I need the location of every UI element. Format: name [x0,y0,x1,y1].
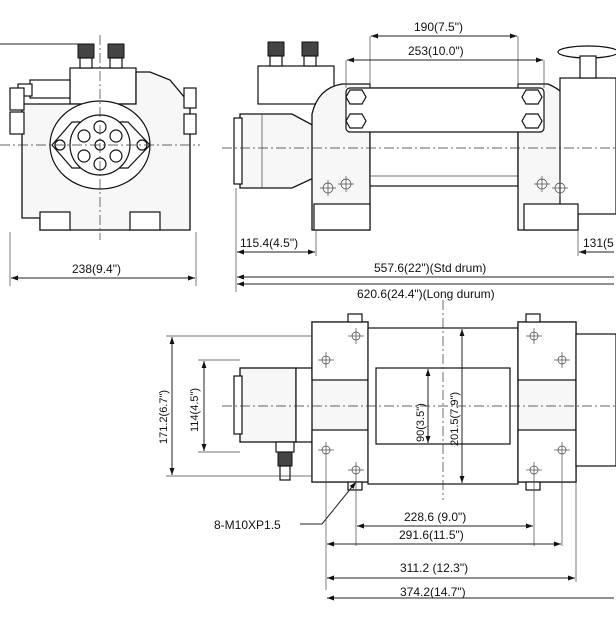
dim-offset-115: 115.4(4.5") [240,236,298,250]
plan-mount-holes [318,328,570,478]
dim-width-228: 228.6 (9.0") [404,510,466,524]
mount-hole-marks [320,176,568,196]
plan-view: 171.2(6.7") 114(4.5") 90(3.5") 201.5(7.9… [158,300,616,601]
valve-fitting-right [107,43,125,69]
side-valve-fitting-left [267,41,285,67]
dim-drum-90: 90(3.5") [415,403,427,442]
side-valve-fitting-right [301,41,319,67]
front-view: 238(9.4") [0,35,200,286]
dim-flange-201: 201.5(7.9") [449,392,461,446]
plan-hose-fitting [275,441,295,481]
dim-width-291: 291.6(11.5") [399,528,464,542]
dim-offset-131: 131(5 [583,236,614,250]
dim-top-253: 253(10.0") [408,44,464,58]
valve-fitting-left [77,43,95,69]
dim-width-374: 374.2(14.7") [400,585,466,599]
brake-handwheel [557,45,616,79]
side-view: 190(7.5") 253(10.0") 115.4(4.5") 131(5 5… [222,20,616,301]
dim-height-171: 171.2(6.7") [158,390,170,444]
dim-length-long: 620.6(24.4")(Long durum) [357,287,495,301]
dim-height-114: 114(4.5") [189,388,201,432]
tie-bar-bolts [345,89,543,129]
dim-width-311: 311.2 (12.3") [400,561,468,575]
dim-length-std: 557.6(22")(Std drum) [374,261,486,275]
bolt-spec-label: 8-M10XP1.5 [214,518,281,532]
dim-top-190: 190(7.5") [414,20,463,34]
dim-width-238: 238(9.4") [72,262,121,276]
